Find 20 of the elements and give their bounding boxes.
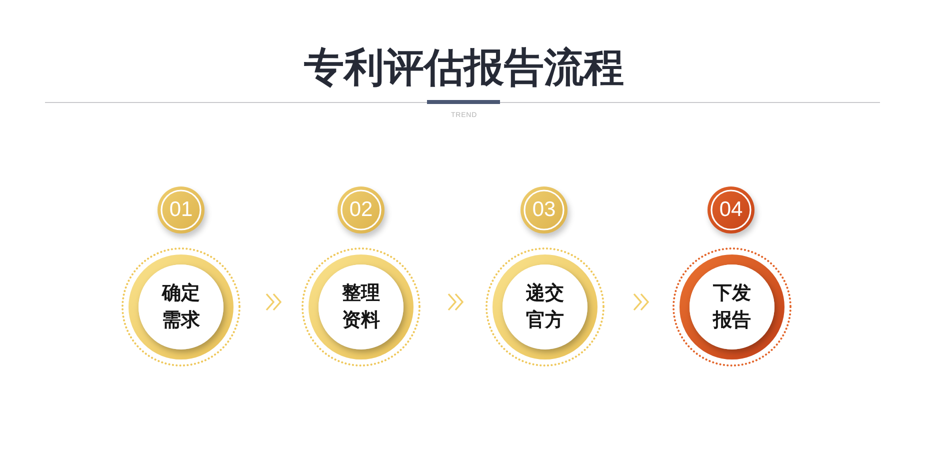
step-number: 04: [719, 198, 743, 222]
chevron-arrow: [266, 293, 282, 311]
step-circle: [301, 247, 421, 367]
step-label: 下发报告: [713, 281, 751, 333]
step-label: 递交官方: [526, 281, 564, 333]
step-number: 01: [169, 198, 193, 222]
number-badge: [520, 186, 568, 234]
step-label: 整理资料: [342, 281, 380, 333]
step-circle: [485, 247, 605, 367]
chevron-arrow: [633, 293, 650, 311]
step-number: 02: [349, 198, 373, 222]
step-label: 确定需求: [162, 281, 200, 333]
step-circle: [121, 247, 241, 367]
number-badge: [707, 186, 755, 234]
number-badge: [157, 186, 205, 234]
step-number: 03: [532, 198, 556, 222]
chevron-arrow: [448, 293, 464, 311]
title: 专利评估报告流程: [304, 44, 624, 93]
step-circle: [672, 247, 792, 367]
number-badge: [337, 186, 385, 234]
